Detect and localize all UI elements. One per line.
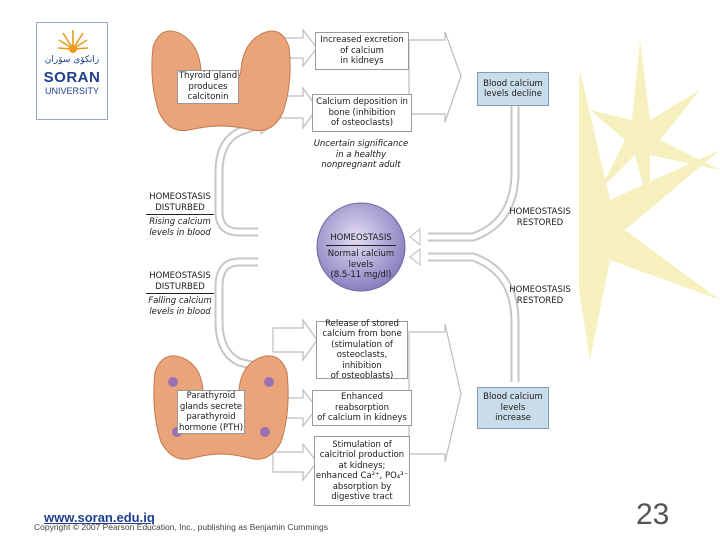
logo-name-line1: SORAN <box>43 69 101 86</box>
blood-decline-box: Blood calcium levels decline <box>477 72 549 106</box>
homeostasis-circle <box>316 202 406 292</box>
feedback-loop-graphics <box>151 28 520 482</box>
page-number: 23 <box>636 498 670 531</box>
homeostasis-restored-bottom: HOMEOSTASIS RESTORED <box>509 285 571 306</box>
divider-bottom-disturbed <box>146 293 214 294</box>
thyroid-label-box: Thyroid gland produces calcitonin <box>177 70 239 104</box>
homeostasis-center-sub: Normal calcium levels (8.5-11 mg/dl) <box>327 249 395 280</box>
soran-university-logo: زانكۆی سۆران SORAN UNIVERSITY <box>36 22 108 120</box>
homeostasis-center-title: HOMEOSTASIS <box>330 233 392 243</box>
sunburst-icon <box>57 30 89 53</box>
homeostasis-disturbed-top-title: HOMEOSTASIS DISTURBED <box>149 192 211 213</box>
homeostasis-restored-top: HOMEOSTASIS RESTORED <box>509 207 571 228</box>
divider-top-disturbed <box>146 214 214 215</box>
kidney-excretion-box: Increased excretion of calcium in kidney… <box>315 32 409 70</box>
homeostasis-disturbed-bottom-title: HOMEOSTASIS DISTURBED <box>149 271 211 292</box>
falling-calcium-note: Falling calcium levels in blood <box>148 296 212 317</box>
logo-name-line2: UNIVERSITY <box>44 86 99 96</box>
calcitriol-box: Stimulation of calcitriol production at … <box>314 436 410 506</box>
bone-deposition-box: Calcium deposition in bone (inhibition o… <box>312 94 412 132</box>
uncertain-significance-note: Uncertain significance in a healthy nonp… <box>313 139 409 170</box>
parathyroid-label-box: Parathyroid glands secrete parathyroid h… <box>177 390 245 434</box>
footer-copyright: Copyright © 2007 Pearson Education, Inc.… <box>34 522 329 532</box>
footer-url-link[interactable]: www.soran.edu.iq <box>44 510 155 525</box>
bone-release-box: Release of stored calcium from bone (sti… <box>316 319 408 381</box>
divider-center <box>326 245 396 246</box>
blood-increase-box: Blood calcium levels increase <box>477 387 549 429</box>
logo-arabic-name: زانكۆی سۆران <box>44 55 100 65</box>
rising-calcium-note: Rising calcium levels in blood <box>149 217 211 238</box>
reabsorption-box: Enhanced reabsorption of calcium in kidn… <box>312 390 412 426</box>
